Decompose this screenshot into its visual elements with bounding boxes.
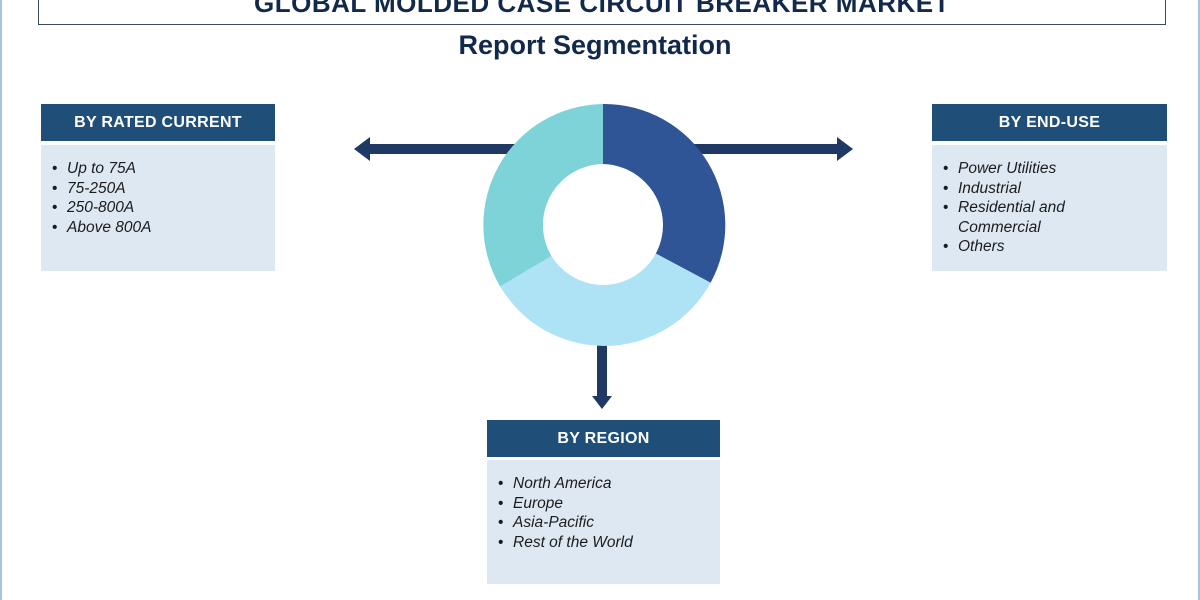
ring-segment-dark — [603, 103, 726, 283]
arrow-left — [354, 137, 538, 161]
list-item: Europe — [487, 494, 720, 514]
end-use-list-box: Power Utilities Industrial Residential a… — [932, 145, 1167, 271]
list-item: Industrial — [932, 179, 1167, 199]
main-title: GLOBAL MOLDED CASE CIRCUIT BREAKER MARKE… — [253, 0, 951, 18]
list-item: Rest of the World — [487, 533, 720, 553]
ring-segment-teal — [483, 104, 603, 287]
left-frame-border — [0, 0, 2, 600]
list-item: Power Utilities — [932, 159, 1167, 179]
region-list-box: North America Europe Asia-Pacific Rest o… — [487, 460, 720, 584]
region-header: BY REGION — [487, 420, 720, 457]
list-item: Above 800A — [41, 218, 275, 238]
list-item: Asia-Pacific — [487, 513, 720, 533]
arrow-down — [592, 330, 612, 409]
list-item: Up to 75A — [41, 159, 275, 179]
ring-center-hole — [543, 165, 663, 285]
list-item: Others — [932, 237, 1167, 257]
list-item: 75-250A — [41, 179, 275, 199]
end-use-list: Power Utilities Industrial Residential a… — [932, 145, 1167, 257]
list-item: North America — [487, 474, 720, 494]
rated-current-list-box: Up to 75A 75-250A 250-800A Above 800A — [41, 145, 275, 271]
right-frame-border — [1198, 0, 1200, 600]
rated-current-list: Up to 75A 75-250A 250-800A Above 800A — [41, 145, 275, 237]
list-item: Residential and Commercial — [932, 198, 1167, 237]
arrow-right — [660, 137, 853, 161]
region-list: North America Europe Asia-Pacific Rest o… — [487, 460, 720, 552]
subtitle: Report Segmentation — [458, 30, 732, 60]
rated-current-header: BY RATED CURRENT — [41, 104, 275, 141]
ring-segment-light — [500, 253, 711, 346]
title-box: GLOBAL MOLDED CASE CIRCUIT BREAKER MARKE… — [38, 0, 1166, 25]
end-use-header: BY END-USE — [932, 104, 1167, 141]
list-item: 250-800A — [41, 198, 275, 218]
